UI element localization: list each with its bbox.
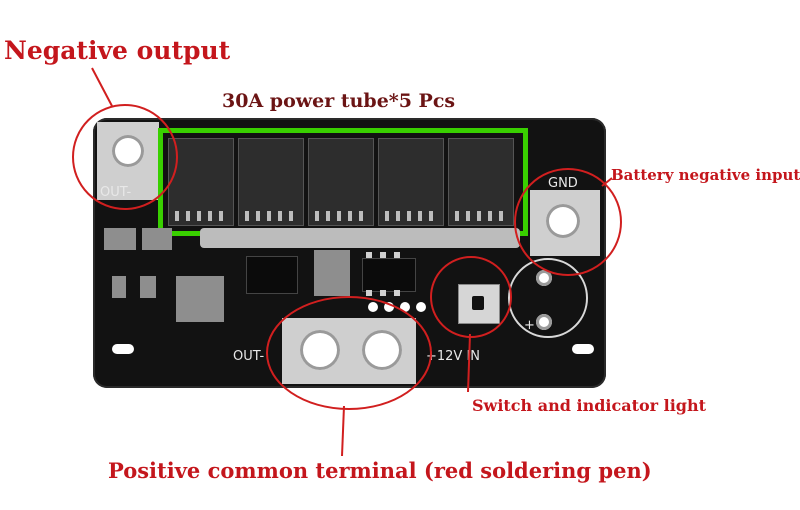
ic-pin <box>380 252 386 258</box>
ic-pin <box>394 252 400 258</box>
negative-output-label: Negative output <box>4 36 231 65</box>
positive-terminal-ring <box>266 296 432 410</box>
ic-pin <box>394 290 400 296</box>
mosfet-1 <box>168 138 234 226</box>
smd-component <box>314 250 350 296</box>
negative-output-ring <box>72 104 178 210</box>
mosfet-4 <box>378 138 444 226</box>
transistor-chip <box>246 256 298 294</box>
smd-component <box>104 228 136 250</box>
mosfet-3 <box>308 138 374 226</box>
power-tube-label: 30A power tube*5 Pcs <box>222 90 456 112</box>
ic-pin <box>366 290 372 296</box>
capacitor-hole-top <box>536 270 552 286</box>
negative-output-leader <box>91 67 113 107</box>
switch-indicator-label: Switch and indicator light <box>472 396 707 415</box>
capacitor-hole-bottom <box>536 314 552 330</box>
battery-negative-leader <box>601 177 613 187</box>
smd-component <box>140 276 156 298</box>
plus-mark: + <box>524 318 535 333</box>
mounting-slot <box>112 344 134 354</box>
mosfet-5 <box>448 138 514 226</box>
smd-component <box>176 276 224 322</box>
battery-negative-ring <box>514 168 622 276</box>
positive-common-terminal-label: Positive common terminal (red soldering … <box>108 458 652 483</box>
battery-negative-input-label: Battery negative input <box>611 166 800 184</box>
switch-leader <box>467 333 471 393</box>
ic-chip <box>362 258 416 292</box>
ic-pin <box>366 252 372 258</box>
switch-ring <box>430 256 512 338</box>
via-hole <box>400 302 410 312</box>
mounting-slot <box>572 344 594 354</box>
smd-component <box>142 228 172 250</box>
via-hole <box>416 302 426 312</box>
plus-12v-in-text: +12V IN <box>426 349 481 364</box>
smd-component <box>112 276 126 298</box>
ic-pin <box>380 290 386 296</box>
solder-strip <box>200 228 520 248</box>
out-minus-bottom-text: OUT- <box>233 349 265 364</box>
positive-terminal-leader <box>341 405 345 457</box>
mosfet-2 <box>238 138 304 226</box>
